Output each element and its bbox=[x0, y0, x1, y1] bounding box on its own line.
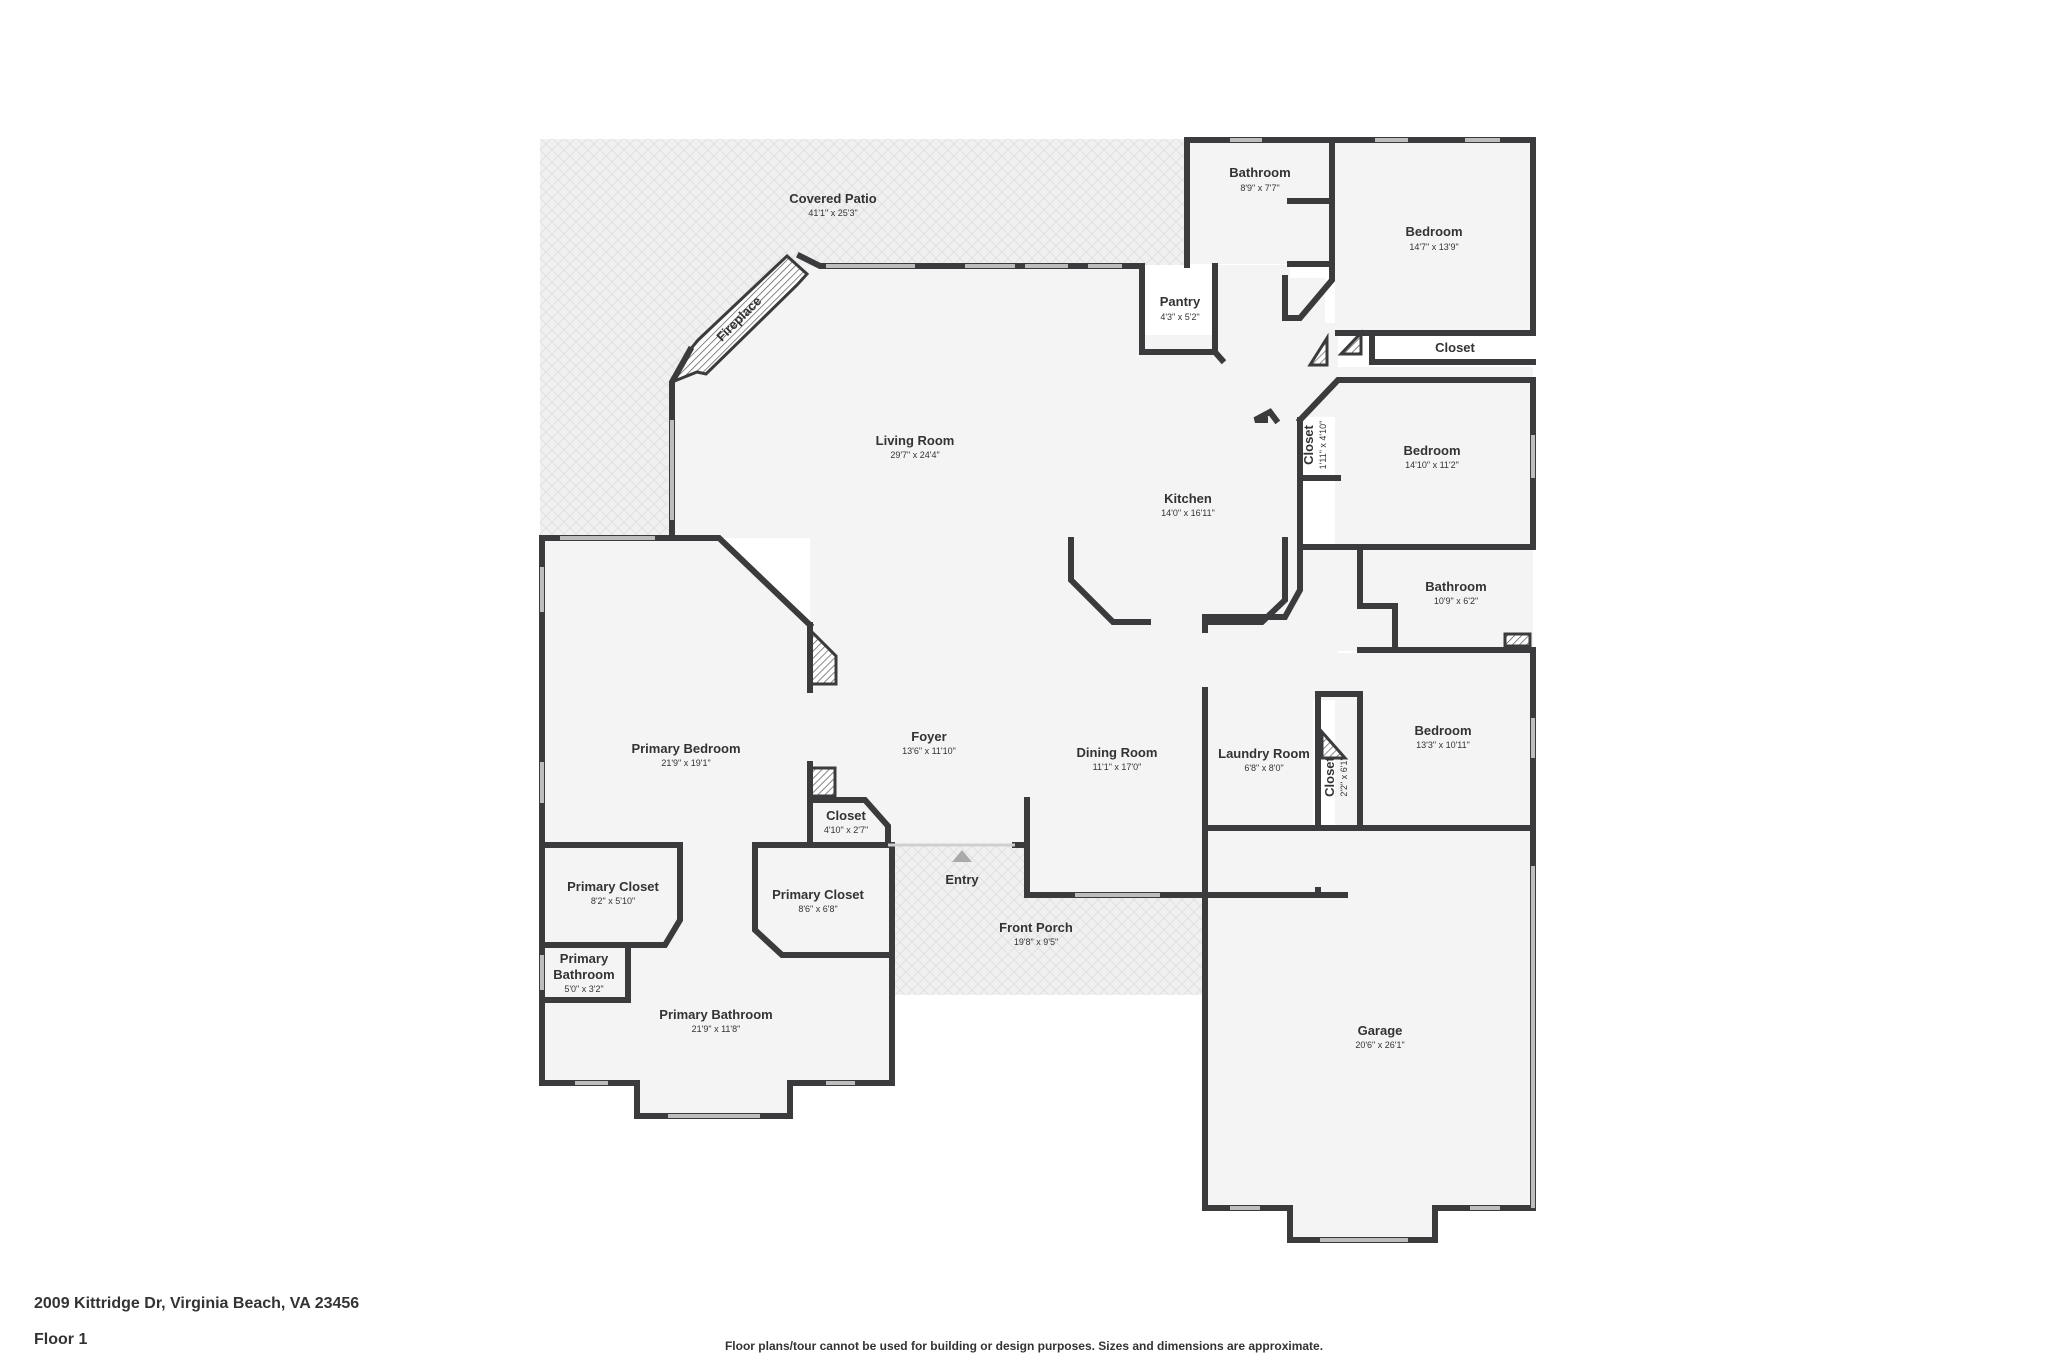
room-dims: 8'6" x 6'8" bbox=[798, 904, 837, 914]
room-label: Bathroom bbox=[1425, 579, 1486, 594]
room-label: Pantry bbox=[1160, 294, 1201, 309]
room-dims: 21'9" x 19'1" bbox=[661, 758, 710, 768]
room-dims: 6'8" x 8'0" bbox=[1244, 763, 1283, 773]
room-labels: Covered Patio 41'1" x 25'3" Fireplace Ba… bbox=[553, 165, 1486, 1050]
room-label: Laundry Room bbox=[1218, 746, 1310, 761]
entry-arrow-icon bbox=[952, 850, 972, 862]
room-label: Garage bbox=[1358, 1023, 1403, 1038]
room-dims: 10'9" x 6'2" bbox=[1434, 596, 1478, 606]
room-label: Bedroom bbox=[1403, 443, 1460, 458]
windows bbox=[540, 138, 1535, 1242]
fireplace-hearth bbox=[668, 253, 810, 385]
room-dims: 21'9" x 11'8" bbox=[692, 1024, 741, 1034]
room-label: Bedroom bbox=[1414, 723, 1471, 738]
room-label: Kitchen bbox=[1164, 491, 1212, 506]
floor-label: Floor 1 bbox=[34, 1331, 88, 1348]
room-dims: 8'2" x 5'10" bbox=[591, 896, 635, 906]
room-dims: 14'10" x 11'2" bbox=[1405, 460, 1459, 470]
property-address: 2009 Kittridge Dr, Virginia Beach, VA 23… bbox=[34, 1295, 360, 1312]
disclaimer: Floor plans/tour cannot be used for buil… bbox=[724, 1339, 1324, 1353]
room-dims: 4'10" x 2'7" bbox=[824, 825, 868, 835]
room-label: Closet bbox=[826, 808, 866, 823]
room-label: Closet bbox=[1322, 756, 1337, 796]
room-dims: 19'8" x 9'5" bbox=[1014, 937, 1058, 947]
room-label: Primary bbox=[560, 951, 609, 966]
room-dims: 13'3" x 10'11" bbox=[1416, 740, 1470, 750]
room-label: Bathroom bbox=[1229, 165, 1290, 180]
room-label: Living Room bbox=[876, 433, 955, 448]
covered-patio-area bbox=[540, 139, 1187, 538]
room-dims: 13'6" x 11'10" bbox=[902, 746, 956, 756]
room-dims: 11'1" x 17'0" bbox=[1093, 762, 1142, 772]
room-label: Primary Bedroom bbox=[631, 741, 740, 756]
hatched-blocks bbox=[668, 253, 1532, 798]
room-label: Dining Room bbox=[1077, 745, 1158, 760]
room-label: Primary Closet bbox=[772, 887, 864, 902]
room-dims: 8'9" x 7'7" bbox=[1240, 183, 1279, 193]
room-dims: 1'11" x 4'10" bbox=[1318, 421, 1328, 470]
room-dims: 41'1" x 25'3" bbox=[808, 208, 857, 218]
room-label: Front Porch bbox=[999, 920, 1073, 935]
room-dims: 4'3" x 5'2" bbox=[1160, 312, 1199, 322]
room-dims: 29'7" x 24'4" bbox=[890, 450, 939, 460]
room-label: Bathroom bbox=[553, 967, 614, 982]
room-dims: 14'0" x 16'11" bbox=[1161, 508, 1215, 518]
room-label: Covered Patio bbox=[789, 191, 876, 206]
room-label: Bedroom bbox=[1405, 224, 1462, 239]
room-label: Closet bbox=[1435, 340, 1475, 355]
room-label: Entry bbox=[945, 872, 979, 887]
room-dims: 5'0" x 3'2" bbox=[564, 984, 603, 994]
room-dims: 20'6" x 26'1" bbox=[1355, 1040, 1404, 1050]
room-dims: 14'7" x 13'9" bbox=[1409, 242, 1458, 252]
room-label: Closet bbox=[1301, 424, 1316, 464]
room-dims: 2'2" x 6'1" bbox=[1339, 757, 1349, 796]
room-label: Primary Bathroom bbox=[659, 1007, 772, 1022]
room-label: Primary Closet bbox=[567, 879, 659, 894]
room-label: Foyer bbox=[911, 729, 946, 744]
